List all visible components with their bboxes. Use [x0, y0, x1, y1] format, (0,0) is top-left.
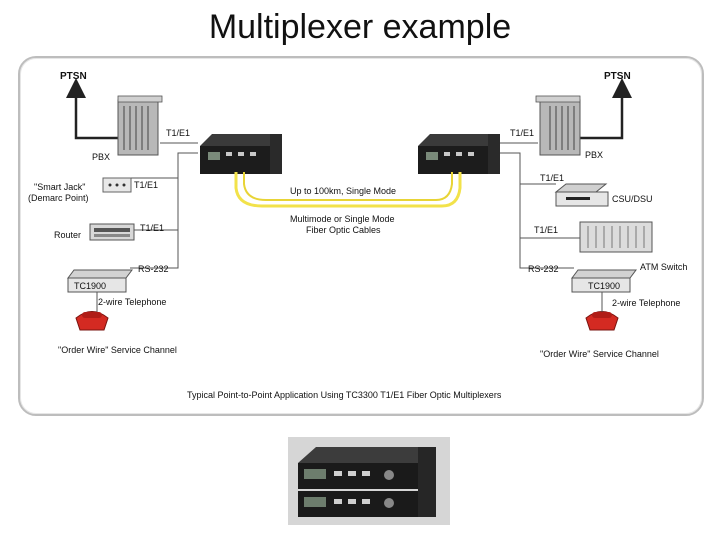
multiplexer-device-left — [200, 134, 282, 174]
multiplexer-photo-graphic — [288, 437, 450, 525]
router-label: Router — [54, 230, 81, 240]
csu-dsu-device — [554, 183, 609, 207]
tc1900-label-left: TC1900 — [74, 281, 106, 291]
ptsn-label-left: PTSN — [60, 71, 87, 82]
fiber-type-label-1: Multimode or Single Mode — [290, 214, 395, 224]
order-wire-label-right: "Order Wire" Service Channel — [540, 349, 659, 359]
t1e1-label-left-jack: T1/E1 — [134, 180, 158, 190]
pbx-label-left: PBX — [92, 152, 110, 162]
left-connection-bus — [96, 142, 198, 312]
tc1900-label-right: TC1900 — [588, 281, 620, 291]
rs232-label-left: RS-232 — [138, 264, 169, 274]
csu-dsu-label: CSU/DSU — [612, 194, 653, 204]
atm-switch-label: ATM Switch — [640, 262, 687, 272]
slide-title: Multiplexer example — [208, 8, 512, 46]
order-wire-label-left: "Order Wire" Service Channel — [58, 345, 177, 355]
ptsn-label-right: PTSN — [604, 71, 631, 82]
smart-jack-device — [102, 177, 132, 193]
network-diagram: PTSN PBX "Smart Jack" (Demarc Point) Rou… — [28, 71, 687, 400]
t1e1-label-right-csu: T1/E1 — [540, 173, 564, 183]
fiber-cable — [234, 172, 462, 208]
t1e1-label-left-router: T1/E1 — [140, 223, 164, 233]
two-wire-label-left: 2-wire Telephone — [98, 297, 166, 307]
ptsn-link-right — [580, 78, 632, 140]
fiber-distance-label: Up to 100km, Single Mode — [290, 186, 396, 196]
multiplexer-product-photo — [288, 437, 450, 525]
tc1900-device-left — [67, 269, 133, 293]
right-connection-bus — [500, 142, 603, 312]
pbx-device-left — [117, 95, 163, 156]
diagram-caption: Typical Point-to-Point Application Using… — [187, 390, 502, 400]
smart-jack-label: "Smart Jack" — [34, 182, 85, 192]
pbx-label-right: PBX — [585, 150, 603, 160]
two-wire-label-right: 2-wire Telephone — [612, 298, 680, 308]
router-device — [89, 223, 135, 241]
t1e1-label-right-pbx: T1/E1 — [510, 128, 534, 138]
telephone-icon-right — [585, 311, 619, 331]
rs232-label-right: RS-232 — [528, 264, 559, 274]
atm-switch-device — [579, 221, 653, 253]
pbx-device-right — [535, 95, 581, 156]
ptsn-link-left — [66, 78, 118, 140]
multiplexer-device-right — [418, 134, 500, 174]
tc1900-device-right — [571, 269, 637, 293]
fiber-cable-inner — [243, 172, 453, 201]
demarc-label: (Demarc Point) — [28, 193, 89, 203]
fiber-type-label-2: Fiber Optic Cables — [306, 225, 381, 235]
t1e1-label-right-atm: T1/E1 — [534, 225, 558, 235]
t1e1-label-left-pbx: T1/E1 — [166, 128, 190, 138]
telephone-icon-left — [75, 311, 109, 331]
